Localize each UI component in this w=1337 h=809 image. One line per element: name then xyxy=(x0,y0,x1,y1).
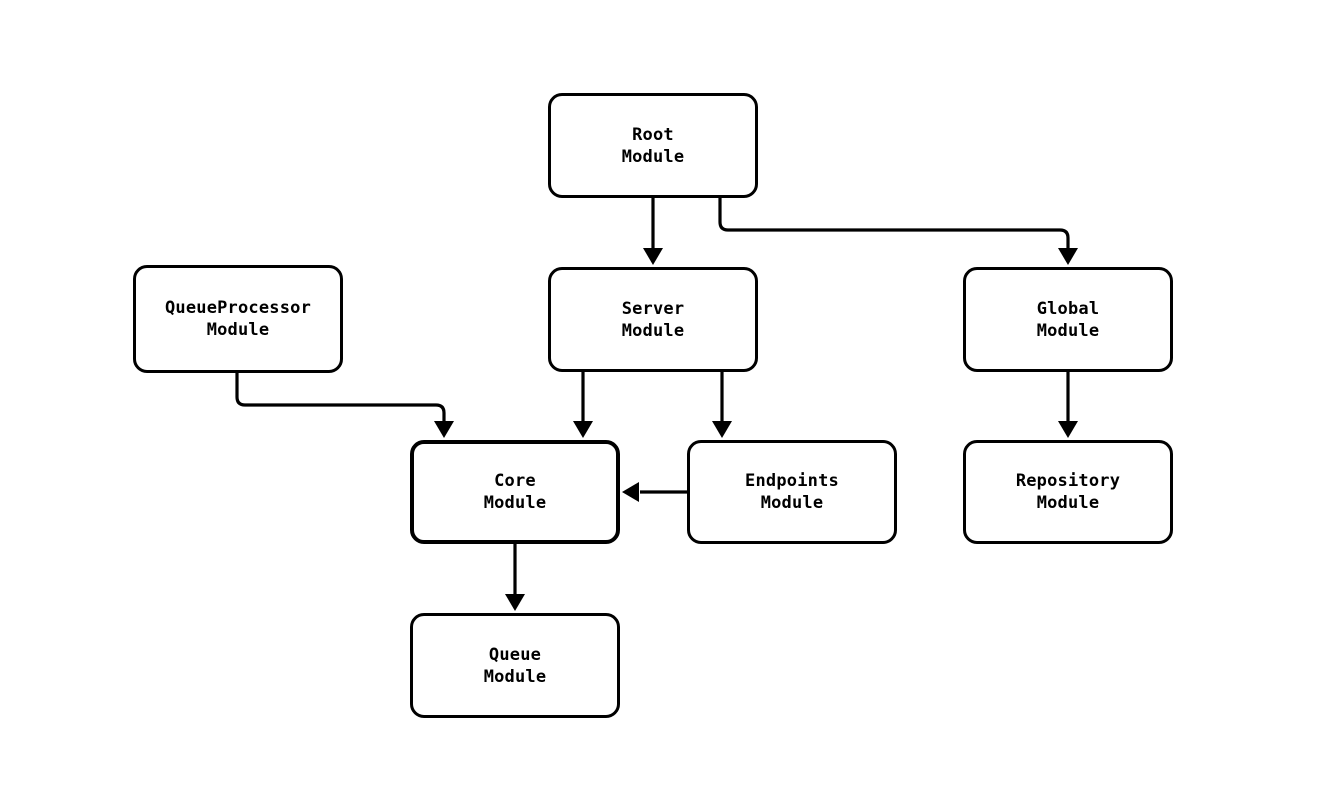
node-repository-module[interactable]: Repository Module xyxy=(963,440,1173,544)
node-label-line1: Repository xyxy=(1015,471,1121,491)
node-label-line1: Endpoints xyxy=(745,471,839,491)
node-label-line2: Module xyxy=(483,666,547,687)
node-label-line2: Module xyxy=(1036,493,1100,513)
node-label-line1: Global xyxy=(1036,298,1100,319)
arrowhead-root-global xyxy=(1058,248,1078,265)
node-label-line2: Module xyxy=(1036,320,1100,341)
node-label-line1: Server xyxy=(621,298,685,319)
node-endpoints-module[interactable]: Endpoints Module xyxy=(687,440,897,544)
arrowhead-global-repository xyxy=(1058,421,1078,438)
arrowheads-group xyxy=(434,248,1078,611)
arrowhead-core-queue xyxy=(505,594,525,611)
node-label-line2: Module xyxy=(483,493,547,513)
node-label-line2: Module xyxy=(760,493,824,513)
arrowhead-server-endpoints xyxy=(712,421,732,438)
node-label-line2: Module xyxy=(621,146,685,167)
node-global-module[interactable]: Global Module xyxy=(963,267,1173,372)
node-server-module[interactable]: Server Module xyxy=(548,267,758,372)
arrowhead-endpoints-core xyxy=(622,482,639,502)
edges-group xyxy=(235,198,1070,596)
node-label-line1: QueueProcessor xyxy=(164,298,312,318)
node-label-line2: Module xyxy=(621,320,685,341)
node-queueprocessor-module[interactable]: QueueProcessor Module xyxy=(133,265,343,373)
node-root-module[interactable]: Root Module xyxy=(548,93,758,198)
arrowhead-queueprocessor-core xyxy=(434,421,454,438)
arrowhead-server-core xyxy=(573,421,593,438)
edge-queueprocessor-core xyxy=(235,373,446,423)
node-label-line1: Core xyxy=(494,471,536,491)
node-core-module[interactable]: Core Module xyxy=(410,440,620,544)
edge-root-global xyxy=(718,198,1070,250)
node-label-line1: Queue xyxy=(488,644,542,665)
node-label-line1: Root xyxy=(632,124,674,145)
node-label-line2: Module xyxy=(206,320,270,340)
node-queue-module[interactable]: Queue Module xyxy=(410,613,620,718)
arrowhead-root-server xyxy=(643,248,663,265)
